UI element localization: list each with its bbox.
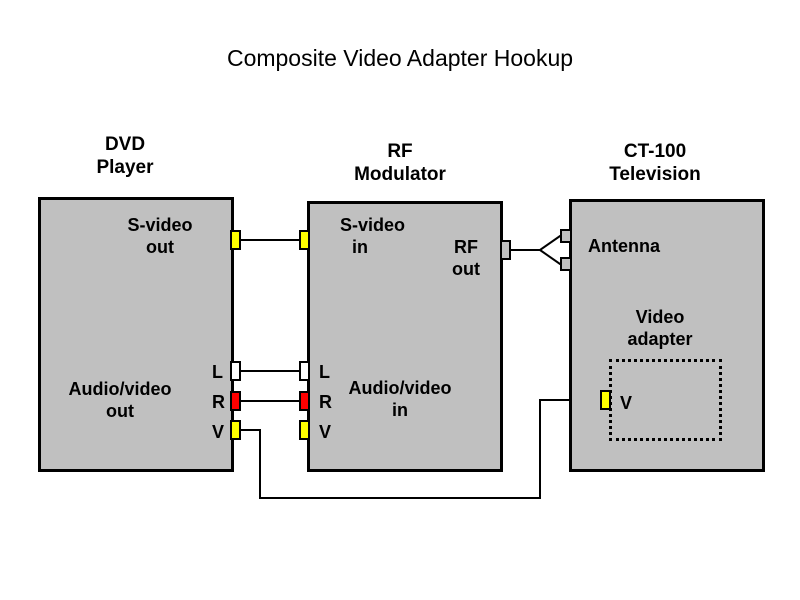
rf-port-r-label: R bbox=[319, 392, 332, 412]
dvd-port-l-label: L bbox=[212, 362, 223, 382]
tv-video-jack[interactable] bbox=[600, 390, 611, 410]
rf-port-l-label: L bbox=[319, 362, 330, 382]
tv-port-v-label: V bbox=[620, 393, 633, 413]
rf-header-line1: RF bbox=[387, 141, 413, 162]
antenna-jack-upper[interactable] bbox=[560, 229, 572, 243]
dvd-svideo-line2: out bbox=[146, 237, 174, 257]
rf-out-line1: RF bbox=[454, 237, 478, 257]
dvd-svideo-label: S-video out bbox=[110, 214, 210, 258]
dvd-port-r-label: R bbox=[212, 392, 225, 412]
tv-header-line1: CT-100 bbox=[623, 141, 687, 162]
antenna-label: Antenna bbox=[588, 236, 660, 256]
adapter-line2: adapter bbox=[627, 329, 693, 349]
dvd-header-line2: Player bbox=[96, 157, 154, 178]
rf-svideo-label: S-video in bbox=[330, 214, 420, 258]
dvd-av-label: Audio/video out bbox=[60, 378, 180, 422]
rf-av-line1: Audio/video bbox=[348, 378, 452, 398]
dvd-player-box bbox=[38, 197, 234, 472]
rf-out-label: RF out bbox=[446, 236, 486, 280]
rf-modulator-header: RF Modulator bbox=[335, 140, 465, 186]
video-adapter-label: Video adapter bbox=[610, 306, 710, 350]
dvd-left-audio-jack[interactable] bbox=[230, 361, 241, 381]
rf-svideo-line1: S-video bbox=[340, 215, 406, 235]
rf-header-line2: Modulator bbox=[354, 164, 446, 185]
television-box bbox=[569, 199, 765, 472]
diagram-title: Composite Video Adapter Hookup bbox=[226, 45, 574, 71]
dvd-right-audio-jack[interactable] bbox=[230, 391, 241, 411]
rf-right-audio-jack[interactable] bbox=[299, 391, 310, 411]
dvd-svideo-line1: S-video bbox=[127, 215, 193, 235]
antenna-jack-lower[interactable] bbox=[560, 257, 572, 271]
dvd-header-line1: DVD bbox=[104, 134, 146, 155]
rf-out-jack[interactable] bbox=[500, 240, 511, 260]
rf-svideo-in-jack[interactable] bbox=[299, 230, 310, 250]
dvd-svideo-out-jack[interactable] bbox=[230, 230, 241, 250]
rf-cable-upper bbox=[510, 235, 562, 251]
dvd-player-header: DVD Player bbox=[70, 133, 180, 179]
rf-av-label: Audio/video in bbox=[340, 377, 460, 421]
dvd-port-v-label: V bbox=[212, 422, 225, 442]
rf-video-jack[interactable] bbox=[299, 420, 310, 440]
dvd-av-line1: Audio/video bbox=[68, 379, 172, 399]
rf-left-audio-jack[interactable] bbox=[299, 361, 310, 381]
adapter-line1: Video bbox=[635, 307, 685, 327]
rf-av-line2: in bbox=[392, 400, 408, 420]
composite-video-cable bbox=[240, 399, 601, 499]
rf-cable-lower bbox=[539, 249, 562, 265]
rf-svideo-line2: in bbox=[352, 237, 368, 257]
rf-out-line2: out bbox=[452, 259, 480, 279]
rf-port-v-label: V bbox=[319, 422, 332, 442]
dvd-video-jack[interactable] bbox=[230, 420, 241, 440]
television-header: CT-100 Television bbox=[590, 140, 720, 186]
dvd-av-line2: out bbox=[106, 401, 134, 421]
rf-modulator-box bbox=[307, 201, 503, 472]
tv-header-line2: Television bbox=[609, 164, 701, 185]
